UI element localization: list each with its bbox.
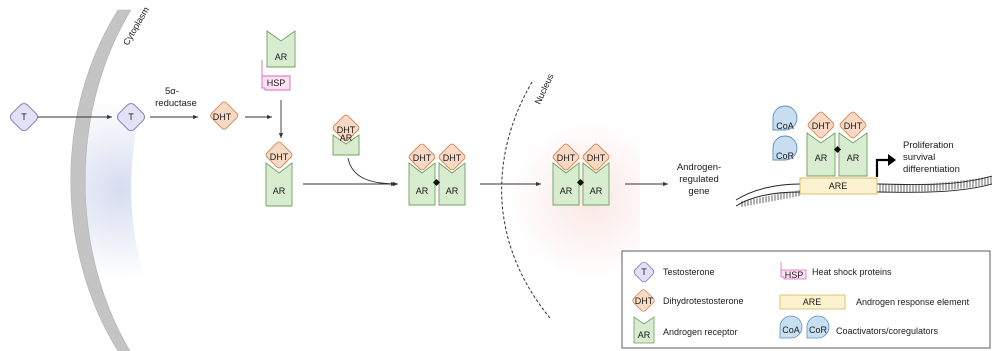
dht-token: DHT <box>557 153 576 163</box>
hsp-token: HSP <box>267 78 286 88</box>
ar-dimer-cytoplasm: DHT DHT AR AR <box>408 143 466 206</box>
coactivator-coa: CoA <box>772 105 798 131</box>
svg-text:Androgen receptor: Androgen receptor <box>663 327 738 337</box>
dht-token: DHT <box>587 153 606 163</box>
legend-coactivators: CoA CoR Coactivators/coregulators <box>779 315 939 339</box>
transcription-start-arrow <box>875 158 889 177</box>
dht-token: DHT <box>337 125 356 135</box>
testosterone-inside: T <box>117 103 145 131</box>
arrow-second-complex <box>347 157 399 187</box>
svg-text:Heat shock proteins: Heat shock proteins <box>812 267 892 277</box>
testosterone-outside: T <box>10 103 38 131</box>
testosterone-token: T <box>21 112 27 122</box>
svg-text:Proliferation: Proliferation <box>903 140 954 151</box>
legend-ar: AR Androgen receptor <box>633 316 738 344</box>
svg-text:T: T <box>641 267 647 277</box>
svg-text:Androgen-: Androgen- <box>677 162 721 173</box>
cytoplasm-membrane <box>70 9 180 351</box>
svg-text:HSP: HSP <box>785 270 804 280</box>
dht-token: DHT <box>443 153 462 163</box>
reductase-label-line2: reductase <box>155 98 197 109</box>
svg-text:CoR: CoR <box>776 151 795 161</box>
ar-token: AR <box>590 186 603 196</box>
ar-dht-complex-2: DHT AR <box>332 114 360 156</box>
reductase-label-line1: 5α- <box>165 86 179 97</box>
ar-token: AR <box>847 153 860 163</box>
androgen-receptor <box>266 30 296 68</box>
ar-token: AR <box>560 186 573 196</box>
testosterone-token: T <box>128 112 134 122</box>
ar-token: AR <box>275 52 288 62</box>
transcription-arrowhead <box>888 154 896 166</box>
dht-token: DHT <box>270 152 289 162</box>
ar-token: AR <box>273 186 286 196</box>
ar-hsp-complex: AR HSP <box>261 30 296 91</box>
svg-text:CoR: CoR <box>809 325 828 335</box>
svg-text:Androgen response element: Androgen response element <box>856 297 970 307</box>
androgen-regulated-gene-label: Androgen- regulated gene <box>677 162 721 197</box>
svg-text:AR: AR <box>638 330 651 340</box>
dht-token: DHT <box>213 112 232 122</box>
legend: T Testosterone DHT Dihydrotestosterone A… <box>621 250 991 349</box>
dht-token: DHT <box>812 121 831 131</box>
svg-text:Dihydrotestosterone: Dihydrotestosterone <box>663 296 744 306</box>
svg-text:Testosterone: Testosterone <box>663 267 715 277</box>
ar-dimer-bound: DHT DHT AR AR <box>806 111 868 177</box>
svg-text:ARE: ARE <box>803 297 822 307</box>
coregulator-cor: CoR <box>772 135 798 161</box>
legend-dht: DHT Dihydrotestosterone <box>632 289 744 312</box>
outcome-label: Proliferation survival differentiation <box>903 140 960 175</box>
ar-dimer-nucleus: DHT DHT AR AR <box>552 143 610 206</box>
heat-shock-protein <box>261 60 291 91</box>
dht-token: DHT <box>844 121 863 131</box>
androgen-response-element: ARE <box>799 177 878 195</box>
dht-token: DHT <box>413 153 432 163</box>
svg-text:differentiation: differentiation <box>903 164 960 175</box>
legend-hsp: HSP Heat shock proteins <box>780 262 892 280</box>
svg-text:gene: gene <box>688 186 709 197</box>
are-token: ARE <box>829 181 848 191</box>
ar-token: AR <box>340 133 353 143</box>
dna-strand <box>735 175 992 207</box>
dht-molecule: DHT <box>210 101 239 130</box>
svg-text:CoA: CoA <box>776 121 794 131</box>
legend-are: ARE Androgen response element <box>779 294 970 310</box>
ar-dht-complex: DHT AR <box>265 141 293 207</box>
ar-token: AR <box>815 153 828 163</box>
svg-text:CoA: CoA <box>782 325 800 335</box>
legend-testosterone: T Testosterone <box>633 261 715 283</box>
pathway-arrows <box>37 100 668 187</box>
svg-text:regulated: regulated <box>679 174 719 185</box>
ar-token: AR <box>416 186 429 196</box>
svg-text:DHT: DHT <box>635 296 654 306</box>
svg-text:survival: survival <box>903 152 935 163</box>
svg-text:Coactivators/coregulators: Coactivators/coregulators <box>836 326 939 336</box>
ar-token: AR <box>446 186 459 196</box>
